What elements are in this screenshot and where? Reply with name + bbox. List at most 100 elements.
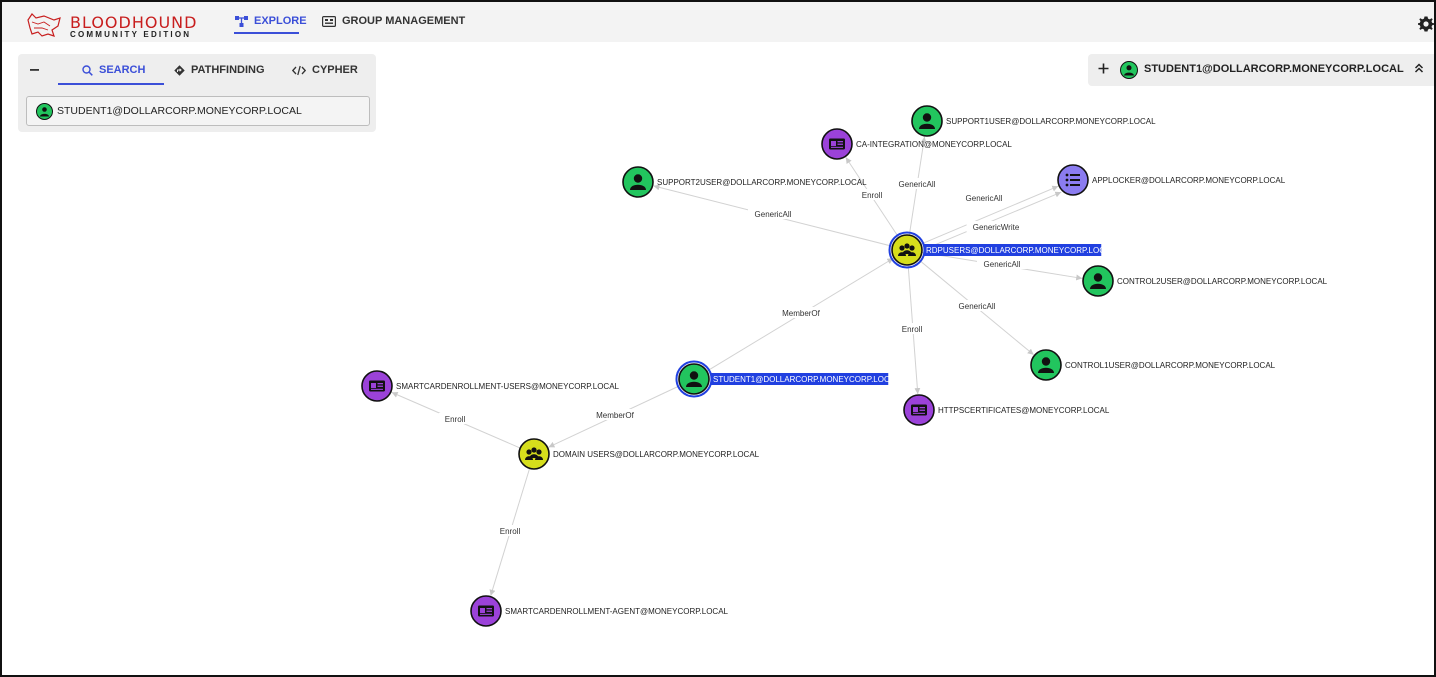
edge-label: GenericAll — [966, 194, 1003, 203]
user-node-icon — [630, 174, 646, 190]
edge-label: GenericAll — [984, 260, 1021, 269]
code-icon — [292, 65, 306, 75]
graph-node-https_certs[interactable]: HTTPSCERTIFICATES@MONEYCORP.LOCAL — [903, 394, 1110, 426]
graph-edge[interactable] — [920, 185, 1059, 245]
template-node-icon — [911, 404, 927, 416]
graph-node-support2[interactable]: SUPPORT2USER@DOLLARCORP.MONEYCORP.LOCAL — [622, 166, 867, 198]
node-label: SUPPORT1USER@DOLLARCORP.MONEYCORP.LOCAL — [946, 117, 1156, 126]
entity-info-panel: STUDENT1@DOLLARCORP.MONEYCORP.LOCAL — [1088, 54, 1434, 86]
minus-icon — [30, 69, 39, 71]
edge-label-bg — [493, 525, 527, 536]
node-label: CONTROL1USER@DOLLARCORP.MONEYCORP.LOCAL — [1065, 361, 1276, 370]
graph-node-control1[interactable]: CONTROL1USER@DOLLARCORP.MONEYCORP.LOCAL — [1030, 349, 1276, 381]
edge-label-bg — [748, 208, 798, 219]
entity-title: STUDENT1@DOLLARCORP.MONEYCORP.LOCAL — [1144, 63, 1404, 75]
graph-node-domainusers[interactable]: DOMAIN USERS@DOLLARCORP.MONEYCORP.LOCAL — [518, 438, 760, 470]
logo-subtitle: COMMUNITY EDITION — [70, 30, 192, 39]
template-node-icon — [829, 138, 845, 150]
search-panel-tabs: SEARCH PATHFINDING CYPHER — [18, 54, 376, 86]
graph-node-applocker[interactable]: APPLOCKER@DOLLARCORP.MONEYCORP.LOCAL — [1057, 164, 1286, 196]
bloodhound-logo[interactable]: BLOODHOUND COMMUNITY EDITION — [24, 10, 198, 40]
edge-label: Enroll — [902, 325, 923, 334]
edge-label-bg — [594, 409, 636, 420]
edge-label: GenericAll — [899, 180, 936, 189]
edge-label: Enroll — [445, 415, 466, 424]
expand-entity-button[interactable] — [1098, 61, 1109, 79]
edge-label-bg — [855, 189, 889, 200]
tab-cypher-label: CYPHER — [312, 64, 358, 76]
edge-label-bg — [892, 178, 942, 189]
bloodhound-dog-icon — [27, 13, 61, 37]
edges-layer: EnrollGenericAllGenericAllGenericAllGene… — [391, 136, 1083, 596]
edge-label-bg — [959, 192, 1009, 203]
group-management-icon — [322, 15, 336, 27]
tab-search-label: SEARCH — [99, 64, 146, 76]
nav-explore-label: EXPLORE — [254, 15, 307, 27]
user-node-icon — [1038, 357, 1054, 373]
group-node-icon — [525, 447, 543, 460]
group-node-icon — [898, 243, 916, 256]
edge-label-bg — [977, 258, 1027, 269]
edge-label-bg — [895, 323, 929, 334]
search-input[interactable]: STUDENT1@DOLLARCORP.MONEYCORP.LOCAL — [26, 96, 370, 126]
node-label: CONTROL2USER@DOLLARCORP.MONEYCORP.LOCAL — [1117, 277, 1328, 286]
graph-node-control2[interactable]: CONTROL2USER@DOLLARCORP.MONEYCORP.LOCAL — [1082, 265, 1328, 297]
user-node-icon — [919, 113, 935, 129]
tab-active-indicator — [58, 83, 164, 85]
template-node-icon — [369, 380, 385, 392]
gear-icon[interactable] — [1418, 16, 1434, 32]
edge-label-bg — [780, 307, 822, 318]
edge-label: GenericAll — [755, 210, 792, 219]
chevron-double-up-icon[interactable] — [1414, 62, 1424, 74]
top-navigation-bar: BLOODHOUND COMMUNITY EDITION EXPLORE GRO… — [2, 2, 1434, 42]
edge-label-bg — [438, 413, 472, 424]
logo-title: BLOODHOUND — [70, 13, 198, 32]
node-label: DOMAIN USERS@DOLLARCORP.MONEYCORP.LOCAL — [553, 450, 760, 459]
user-icon — [1120, 61, 1138, 79]
tab-pathfinding[interactable]: PATHFINDING — [174, 64, 265, 76]
graph-node-ca_integration[interactable]: CA-INTEGRATION@MONEYCORP.LOCAL — [821, 128, 1012, 160]
nav-active-indicator — [234, 32, 299, 34]
graph-node-sc_agent[interactable]: SMARTCARDENROLLMENT-AGENT@MONEYCORP.LOCA… — [470, 595, 729, 627]
edge-label: MemberOf — [782, 309, 821, 318]
node-label: SUPPORT2USER@DOLLARCORP.MONEYCORP.LOCAL — [657, 178, 867, 187]
node-label: HTTPSCERTIFICATES@MONEYCORP.LOCAL — [938, 406, 1110, 415]
edge-label: Enroll — [862, 191, 883, 200]
user-node-icon — [686, 371, 702, 387]
search-panel: SEARCH PATHFINDING CYPHER STUDENT — [18, 54, 376, 132]
node-label: APPLOCKER@DOLLARCORP.MONEYCORP.LOCAL — [1092, 176, 1286, 185]
node-label: SMARTCARDENROLLMENT-AGENT@MONEYCORP.LOCA… — [505, 607, 729, 616]
nav-group-management-label: GROUP MANAGEMENT — [342, 15, 466, 27]
explore-icon — [235, 15, 248, 27]
graph-node-student1[interactable]: STUDENT1@DOLLARCORP.MONEYCORP.LOCAL — [675, 360, 901, 398]
graph-node-sc_users[interactable]: SMARTCARDENROLLMENT-USERS@MONEYCORP.LOCA… — [361, 370, 620, 402]
tab-pathfinding-label: PATHFINDING — [191, 64, 265, 76]
template-node-icon — [478, 605, 494, 617]
edge-label-bg — [952, 300, 1002, 311]
graph-edge[interactable] — [926, 191, 1062, 249]
edge-label: GenericWrite — [973, 223, 1020, 232]
node-label: RDPUSERS@DOLLARCORP.MONEYCORP.LOCAL — [926, 246, 1115, 255]
collapse-panel-button[interactable] — [30, 60, 44, 80]
pathfinding-icon — [174, 64, 185, 76]
node-label-highlight — [711, 373, 889, 385]
edge-label: Enroll — [500, 527, 521, 536]
plus-icon — [1098, 63, 1109, 74]
edge-label: GenericAll — [959, 302, 996, 311]
graph-node-rdpusers[interactable]: RDPUSERS@DOLLARCORP.MONEYCORP.LOCAL — [888, 231, 1116, 269]
tab-search[interactable]: SEARCH — [82, 64, 145, 76]
tab-cypher[interactable]: CYPHER — [292, 64, 358, 76]
node-label-highlight — [924, 244, 1102, 256]
nav-explore[interactable]: EXPLORE — [235, 15, 307, 27]
node-label: CA-INTEGRATION@MONEYCORP.LOCAL — [856, 140, 1012, 149]
user-node-icon — [1090, 273, 1106, 289]
search-input-value: STUDENT1@DOLLARCORP.MONEYCORP.LOCAL — [57, 105, 302, 117]
graph-node-support1[interactable]: SUPPORT1USER@DOLLARCORP.MONEYCORP.LOCAL — [911, 105, 1156, 137]
ou-node-icon — [1065, 173, 1080, 187]
nav-group-management[interactable]: GROUP MANAGEMENT — [322, 15, 465, 27]
edge-label-bg — [966, 221, 1026, 232]
user-icon — [36, 102, 53, 120]
node-label: SMARTCARDENROLLMENT-USERS@MONEYCORP.LOCA… — [396, 382, 620, 391]
